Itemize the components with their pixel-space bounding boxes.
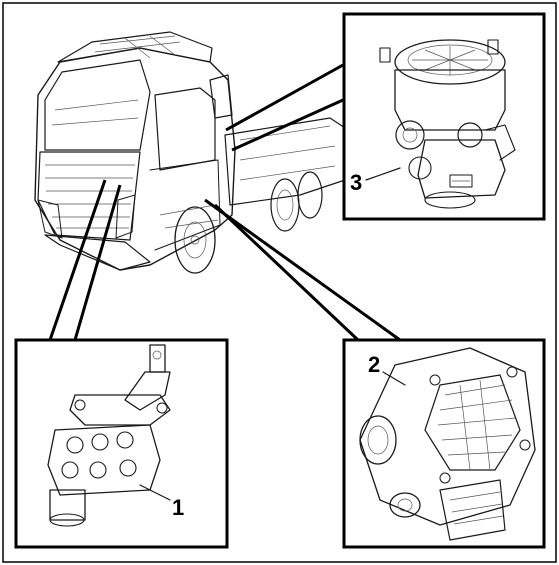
panel-2: 2 [342, 338, 546, 549]
leader-lines [48, 63, 401, 342]
callout-label-2: 2 [368, 352, 380, 377]
valve-2-illustration [359, 347, 536, 541]
valve-1-illustration [47, 344, 171, 527]
panel-1: 1 [14, 338, 229, 549]
panel-3: 3 [342, 12, 546, 221]
callout-label-3: 3 [350, 170, 362, 195]
valve-3-illustration [379, 39, 516, 209]
truck-illustration [34, 31, 346, 274]
callout-label-1: 1 [172, 495, 184, 520]
